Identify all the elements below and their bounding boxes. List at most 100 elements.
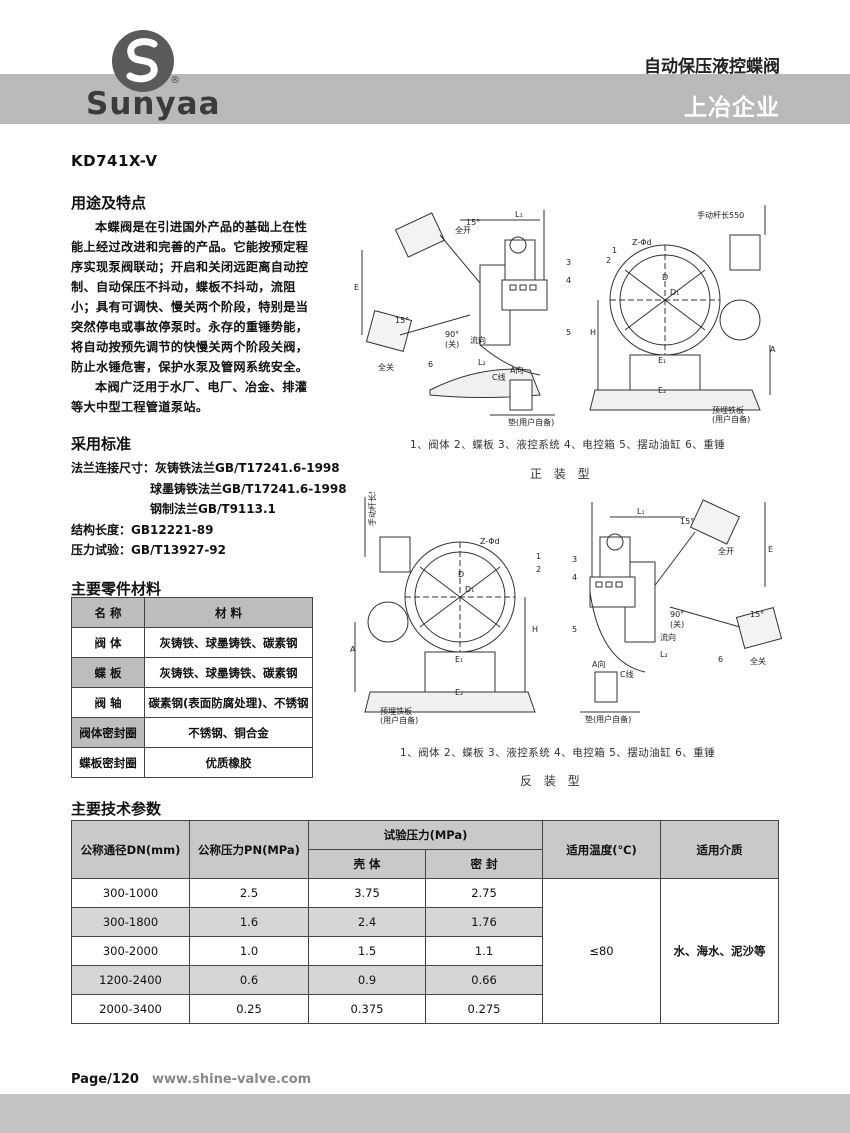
material-part: 蝶 板 (71, 657, 145, 688)
param-dn: 300-2000 (71, 936, 190, 966)
material-value: 不锈钢、铜合金 (144, 717, 313, 748)
params-heading: 主要技术参数 (71, 800, 162, 818)
materials-col-material: 材 料 (144, 597, 313, 628)
param-pn: 1.0 (189, 936, 309, 966)
material-part: 蝶板密封圈 (71, 747, 145, 778)
brand-name: 上冶企业 (684, 95, 780, 121)
length-standard: 结构长度：GB12221-89 (71, 522, 214, 537)
forward-diagram-subtitle: 正 装 型 (530, 467, 594, 481)
label-l2: L₂ (660, 650, 668, 659)
usage-text: 本蝶阀是在引进国外产品的基础上在性能上经过改进和完善的产品。它能按预定程序实现泵… (71, 217, 316, 417)
label-z-phi-d: Z-Φd (632, 238, 652, 247)
flange-label: 法兰连接尺寸： (71, 461, 156, 475)
param-dn: 1200-2400 (71, 965, 190, 995)
label-full-close: 全关 (750, 656, 766, 666)
param-seal: 2.75 (425, 878, 543, 908)
materials-col-name: 名 称 (71, 597, 145, 628)
label-plate: 预埋铁板 (712, 405, 744, 415)
footer-band (0, 1094, 850, 1133)
label-l1: L₁ (637, 507, 645, 516)
label-n3: 3 (566, 258, 571, 267)
product-title: 自动保压液控蝶阀 (644, 57, 780, 77)
material-value: 碳素钢(表面防腐处理)、不锈钢 (144, 687, 313, 718)
label-h: H (590, 328, 596, 337)
label-angle-15: 15° (680, 517, 694, 526)
param-pn: 1.6 (189, 907, 309, 937)
table-row: 蝶板密封圈优质橡胶 (71, 747, 313, 778)
label-a: A (770, 345, 776, 354)
reverse-diagram-subtitle: 反 装 型 (520, 774, 584, 788)
standards-list: 法兰连接尺寸：灰铸铁法兰GB/T17241.6-1998 球墨铸铁法兰GB/T1… (71, 458, 347, 561)
label-n4: 4 (566, 276, 571, 285)
label-angle-90: 90° (445, 330, 459, 339)
materials-heading: 主要零件材料 (71, 580, 162, 598)
label-angle-90: 90° (670, 610, 684, 619)
table-row: 1200-2400 0.6 0.9 0.66 (71, 965, 779, 995)
reverse-install-diagram: 手动杆长550 Z-Φd 1 2 D D₁ H A E₁ E₂ 预埋铁板 (用户… (350, 492, 783, 725)
param-shell: 0.375 (308, 994, 426, 1024)
standards-heading: 采用标准 (71, 435, 132, 453)
param-pn: 0.25 (189, 994, 309, 1024)
label-n5: 5 (566, 328, 571, 337)
label-n6: 6 (428, 360, 433, 369)
params-col-dn: 公称通径DN(mm) (71, 820, 190, 879)
label-lever: 手动杆长550 (367, 492, 377, 526)
pressure-standard: 压力试验：GB/T13927-92 (71, 543, 226, 557)
params-subheader-row: 壳 体 密 封 (72, 849, 779, 879)
usage-heading: 用途及特点 (71, 194, 147, 212)
label-full-close: 全关 (378, 362, 394, 372)
usage-paragraph-1: 本蝶阀是在引进国外产品的基础上在性能上经过改进和完善的产品。它能按预定程序实现泵… (71, 220, 309, 374)
label-e2: E₂ (658, 386, 666, 395)
label-pad: 垫(用户自备) (508, 417, 554, 427)
params-col-test: 试验压力(MPa) (308, 820, 543, 850)
label-e2: E₂ (455, 688, 463, 697)
usage-paragraph-2: 本阀广泛用于水厂、电厂、冶金、排灌等大中型工程管道泵站。 (71, 380, 308, 414)
label-plate-note: (用户自备) (380, 715, 418, 725)
material-part: 阀体密封圈 (71, 717, 145, 748)
label-c-line: C线 (620, 669, 634, 679)
label-z-phi-d: Z-Φd (480, 537, 500, 546)
material-value: 优质橡胶 (144, 747, 313, 778)
param-temp: ≤80 (542, 878, 661, 1024)
label-n1: 1 (612, 246, 617, 255)
label-a-dir: A向 (510, 365, 523, 375)
param-dn: 300-1000 (71, 878, 190, 908)
label-lever: 手动杆长550 (697, 210, 744, 220)
label-full-open: 全开 (455, 225, 471, 235)
label-e1: E₁ (455, 655, 463, 664)
param-shell: 1.5 (308, 936, 426, 966)
params-header-row: 公称通径DN(mm) 公称压力PN(MPa) 试验压力(MPa) 适用温度(℃)… (71, 820, 779, 879)
param-seal: 0.66 (425, 965, 543, 995)
website-link[interactable]: www.shine-valve.com (152, 1072, 312, 1087)
material-part: 阀 轴 (71, 687, 145, 718)
page-number: Page/120 (71, 1072, 139, 1087)
param-shell: 3.75 (308, 878, 426, 908)
label-n6: 6 (718, 655, 723, 664)
logo-icon (112, 30, 174, 92)
param-medium: 水、海水、泥沙等 (660, 878, 779, 1024)
materials-header-row: 名 称 材 料 (71, 597, 313, 628)
label-e: E (354, 283, 359, 292)
table-row: 300-1000 2.5 3.75 2.75 ≤80 水、海水、泥沙等 (71, 878, 779, 1024)
label-d: D (458, 570, 464, 579)
model-number: KD741X-V (71, 152, 158, 170)
materials-table: 名 称 材 料 阀 体灰铸铁、球墨铸铁、碳素钢 蝶 板灰铸铁、球墨铸铁、碳素钢 … (71, 597, 313, 778)
label-n2: 2 (606, 256, 611, 265)
label-closed: (关) (670, 619, 684, 629)
param-shell: 2.4 (308, 907, 426, 937)
param-shell: 0.9 (308, 965, 426, 995)
label-n1: 1 (536, 552, 541, 561)
label-closed: (关) (445, 339, 459, 349)
label-angle-15b: 15° (395, 316, 409, 325)
label-a: A (350, 645, 356, 654)
flange-standard-3: 钢制法兰GB/T9113.1 (150, 502, 276, 516)
param-seal: 1.1 (425, 936, 543, 966)
label-n2: 2 (536, 565, 541, 574)
label-pad: 垫(用户自备) (585, 714, 631, 724)
param-dn: 300-1800 (71, 907, 190, 937)
param-pn: 0.6 (189, 965, 309, 995)
label-plate-note: (用户自备) (712, 414, 750, 424)
label-plate: 预埋铁板 (380, 706, 412, 716)
param-pn: 2.5 (189, 878, 309, 908)
param-dn: 2000-3400 (71, 994, 190, 1024)
